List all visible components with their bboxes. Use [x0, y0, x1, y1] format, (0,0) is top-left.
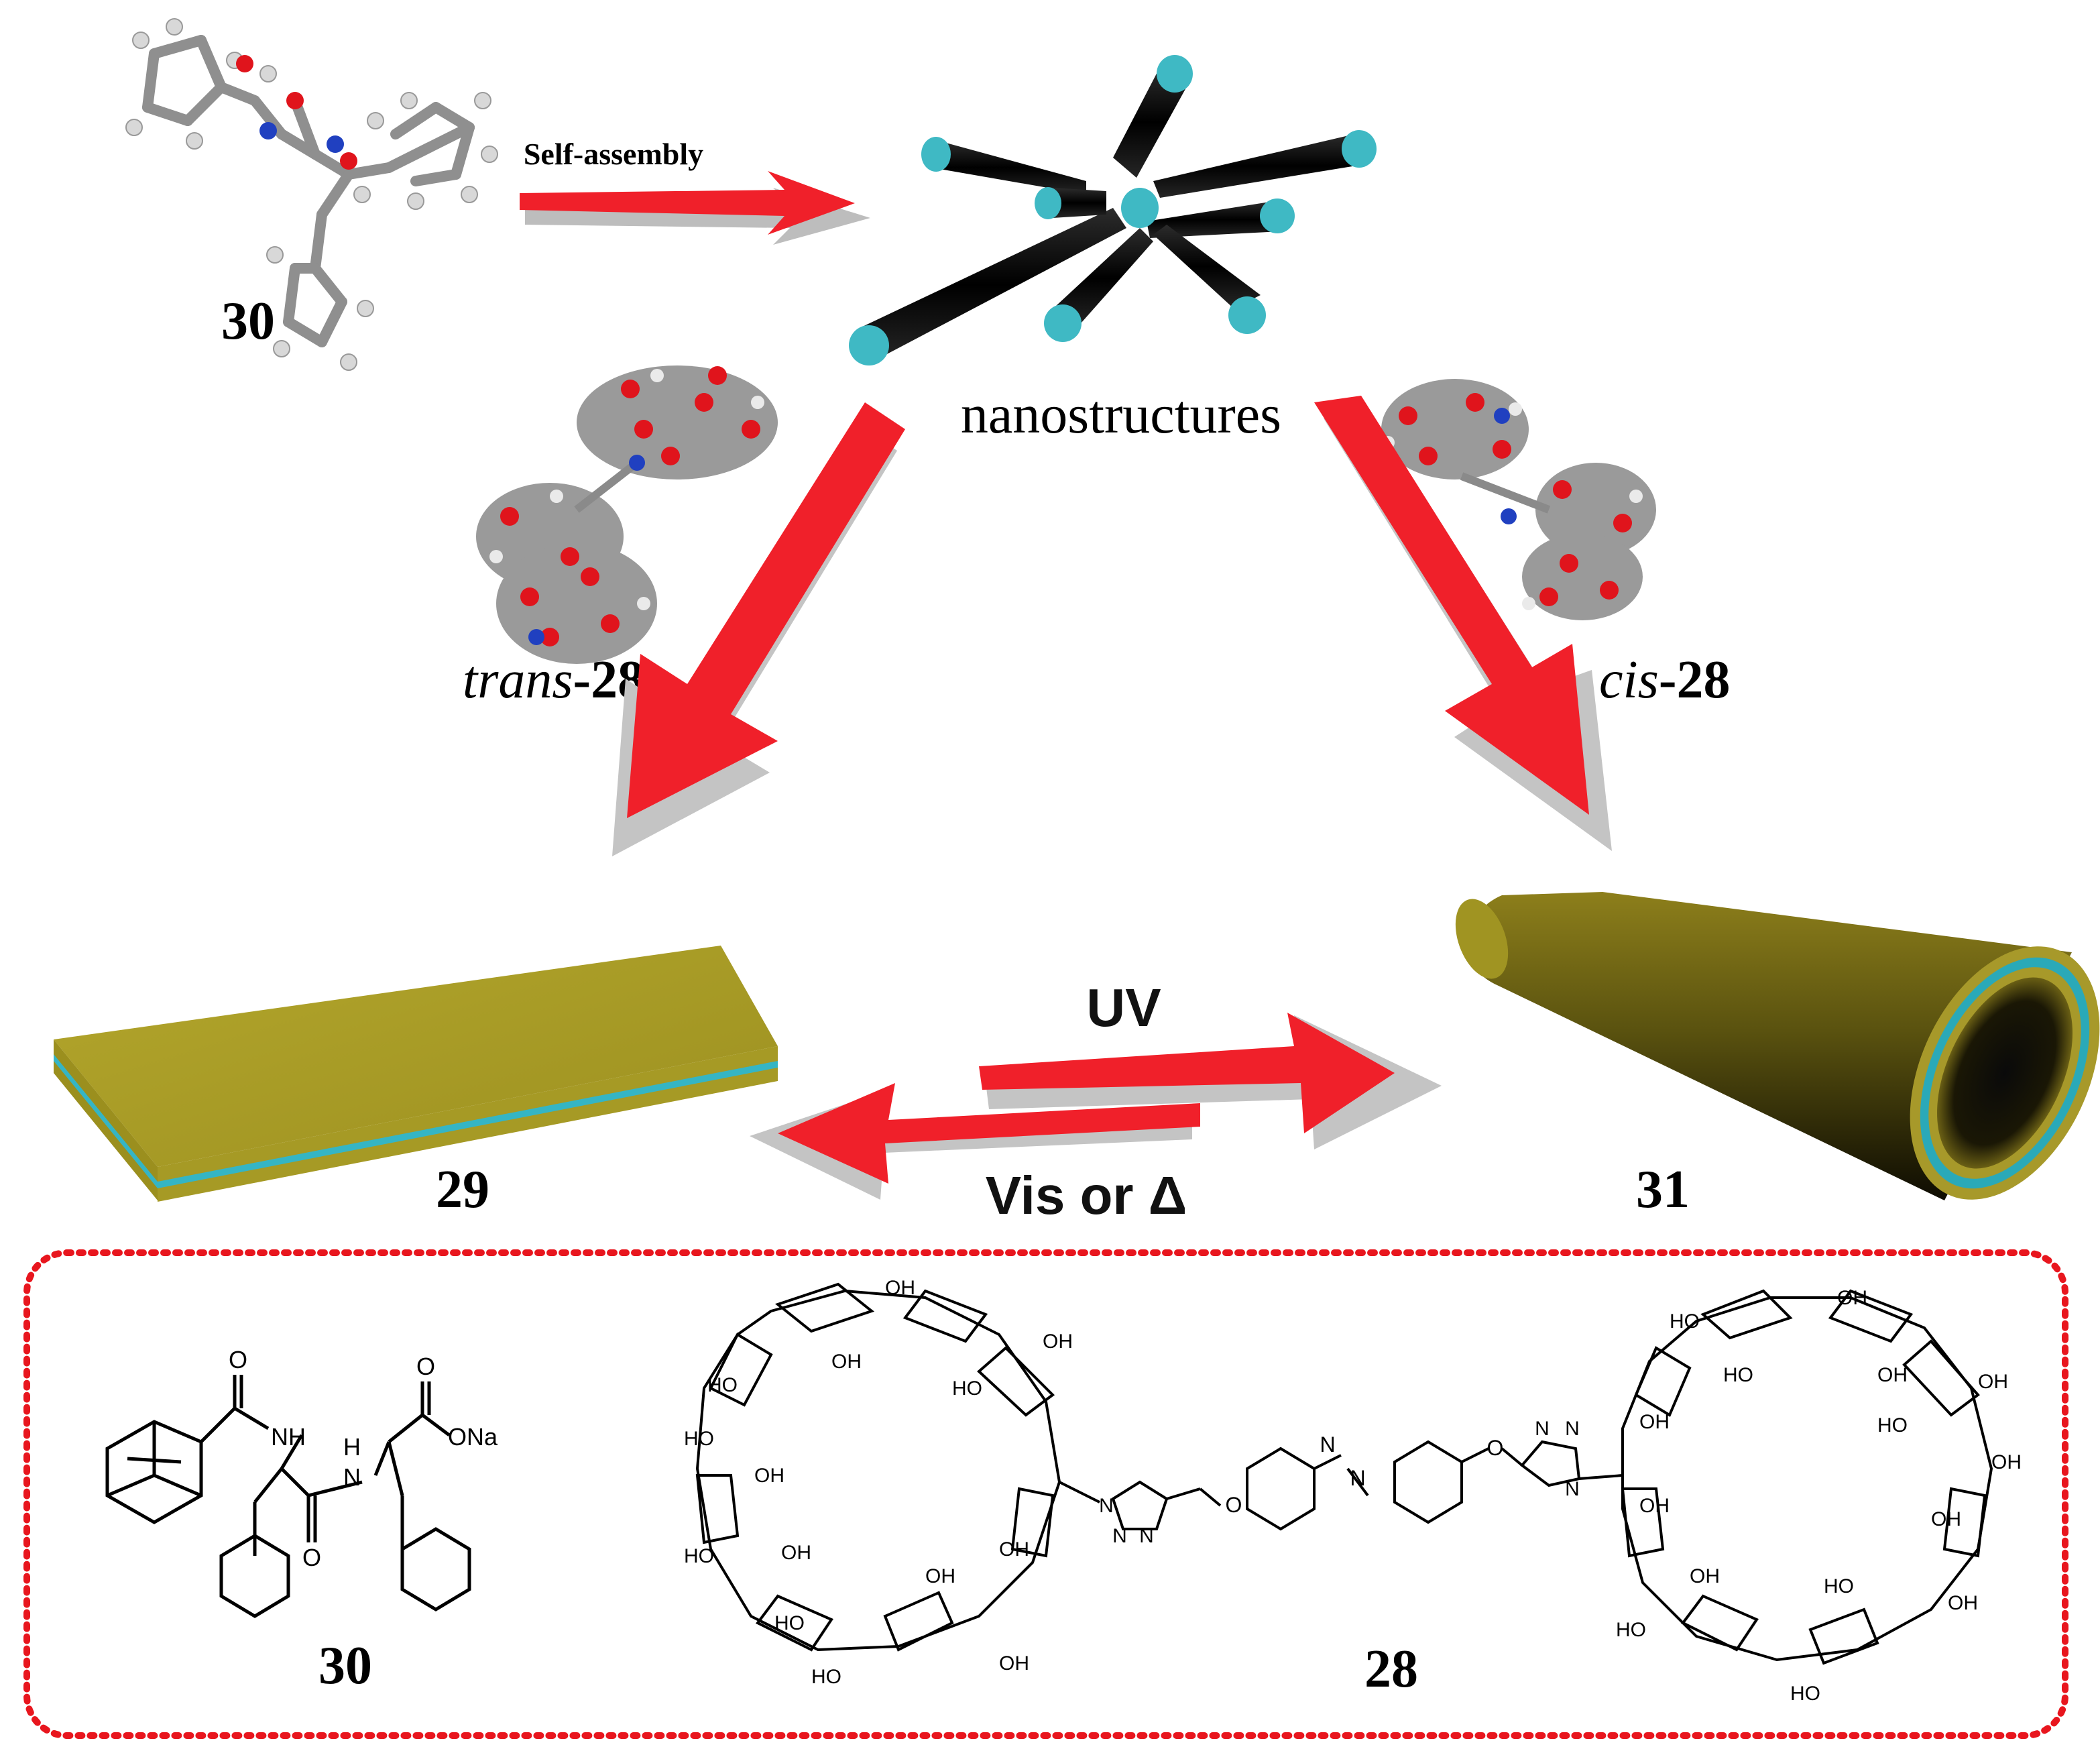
- atom-oh: OH: [831, 1351, 862, 1373]
- atom-oh: OH: [1690, 1565, 1720, 1587]
- phenyl-right: [1393, 1440, 1463, 1524]
- rod: [1147, 199, 1295, 238]
- structure-28-atoms: O N N O N N N N N N OH OH OH HO HO HO OH…: [684, 1277, 2022, 1705]
- molecule-model-30: [125, 18, 498, 371]
- atom-oh: OH: [1877, 1364, 1908, 1386]
- atom-o: O: [229, 1346, 247, 1373]
- rod: [1035, 187, 1106, 219]
- uv-arrow: [979, 1013, 1442, 1149]
- rod: [1044, 228, 1153, 342]
- cis-suffix: -28: [1659, 651, 1731, 710]
- structure-box: [23, 1249, 2068, 1739]
- atom-ho: HO: [1824, 1575, 1854, 1597]
- cyclodextrin-ring-right: [1621, 1296, 1993, 1662]
- nanosheet-29: [54, 946, 778, 1202]
- rod: [1113, 55, 1193, 178]
- atom-ona: ONa: [448, 1423, 498, 1451]
- atom-ho: HO: [1790, 1683, 1820, 1705]
- structure-30-atoms: O NH H N O O ONa: [229, 1346, 498, 1571]
- atom-ho: HO: [774, 1612, 805, 1634]
- atom-n: N: [1320, 1432, 1335, 1457]
- atom-oh: OH: [1948, 1592, 1978, 1614]
- atom-ho: HO: [1723, 1364, 1753, 1386]
- tube-31-label: 31: [1636, 1160, 1690, 1219]
- atom-ho: HO: [1670, 1310, 1700, 1333]
- structure-28: [695, 1282, 1993, 1665]
- atom-oh: OH: [999, 1538, 1029, 1561]
- cis-prefix: cis: [1599, 651, 1659, 710]
- atom-oh: OH: [1639, 1411, 1670, 1433]
- atom-o: O: [1487, 1436, 1504, 1460]
- cyclodextrin-ring-left: [695, 1289, 1061, 1652]
- arrow-to-sheet: [612, 402, 905, 856]
- atom-oh: OH: [885, 1277, 915, 1299]
- sheet-29-label: 29: [436, 1160, 489, 1219]
- atom-h: H: [343, 1433, 361, 1461]
- rod: [1153, 225, 1266, 334]
- atom-ho: HO: [952, 1377, 982, 1400]
- atom-n: N: [1350, 1466, 1365, 1490]
- vis-arrow: [750, 1083, 1200, 1200]
- rod: [849, 208, 1126, 365]
- self-assembly-arrow: [520, 171, 870, 245]
- atom-oh: OH: [925, 1565, 955, 1587]
- atom-n: N: [1099, 1495, 1114, 1517]
- atom-ho: HO: [811, 1666, 841, 1688]
- cis-28-model: [1381, 379, 1656, 620]
- atom-oh: OH: [1043, 1331, 1073, 1353]
- nanostructures-label: nanostructures: [961, 384, 1281, 445]
- atom-ho: HO: [707, 1374, 738, 1396]
- triazole-right: [1520, 1440, 1581, 1487]
- atom-ho: HO: [1616, 1619, 1646, 1641]
- nanostructure-rods: [849, 55, 1377, 365]
- atom-o: O: [302, 1544, 321, 1571]
- rod: [921, 137, 1086, 194]
- atom-oh: OH: [1991, 1451, 2022, 1473]
- atom-oh: OH: [781, 1542, 811, 1564]
- vis-label: Vis or Δ: [986, 1166, 1187, 1225]
- structure-30: [105, 1375, 471, 1618]
- atom-n: N: [1139, 1525, 1154, 1547]
- arrow-to-tube: [1314, 396, 1612, 851]
- trans-28-label: trans-28: [463, 651, 644, 710]
- trans-28-model: [476, 365, 778, 664]
- atom-oh: OH: [999, 1652, 1029, 1675]
- atom-oh: OH: [1639, 1495, 1670, 1517]
- atom-n: N: [1112, 1525, 1127, 1547]
- trans-prefix: trans: [463, 651, 573, 710]
- atom-n: N: [343, 1463, 361, 1491]
- atom-o: O: [1226, 1493, 1242, 1517]
- atom-oh: OH: [754, 1465, 784, 1487]
- atom-ho: HO: [684, 1428, 714, 1450]
- atom-n: N: [1565, 1418, 1580, 1440]
- atom-nh: NH: [271, 1423, 306, 1451]
- atom-oh: OH: [1978, 1371, 2008, 1393]
- self-assembly-label: Self-assembly: [524, 137, 703, 171]
- atom-o: O: [416, 1353, 435, 1380]
- cis-28-label: cis-28: [1599, 651, 1731, 710]
- atom-n: N: [1535, 1418, 1550, 1440]
- atom-ho: HO: [1877, 1414, 1908, 1436]
- atom-oh: OH: [1837, 1287, 1867, 1309]
- triazole-left: [1111, 1480, 1169, 1530]
- nanotube-31: [1455, 892, 2100, 1200]
- atom-n: N: [1565, 1478, 1580, 1500]
- compound-30-label-bottom: 30: [318, 1636, 372, 1695]
- phenyl-left: [1246, 1447, 1316, 1531]
- rod: [1153, 130, 1377, 198]
- compound-30-label-top: 30: [221, 292, 275, 351]
- atom-ho: HO: [684, 1545, 714, 1567]
- host-28-label: 28: [1364, 1640, 1418, 1699]
- atom-oh: OH: [1931, 1508, 1961, 1530]
- uv-label: UV: [1086, 978, 1161, 1037]
